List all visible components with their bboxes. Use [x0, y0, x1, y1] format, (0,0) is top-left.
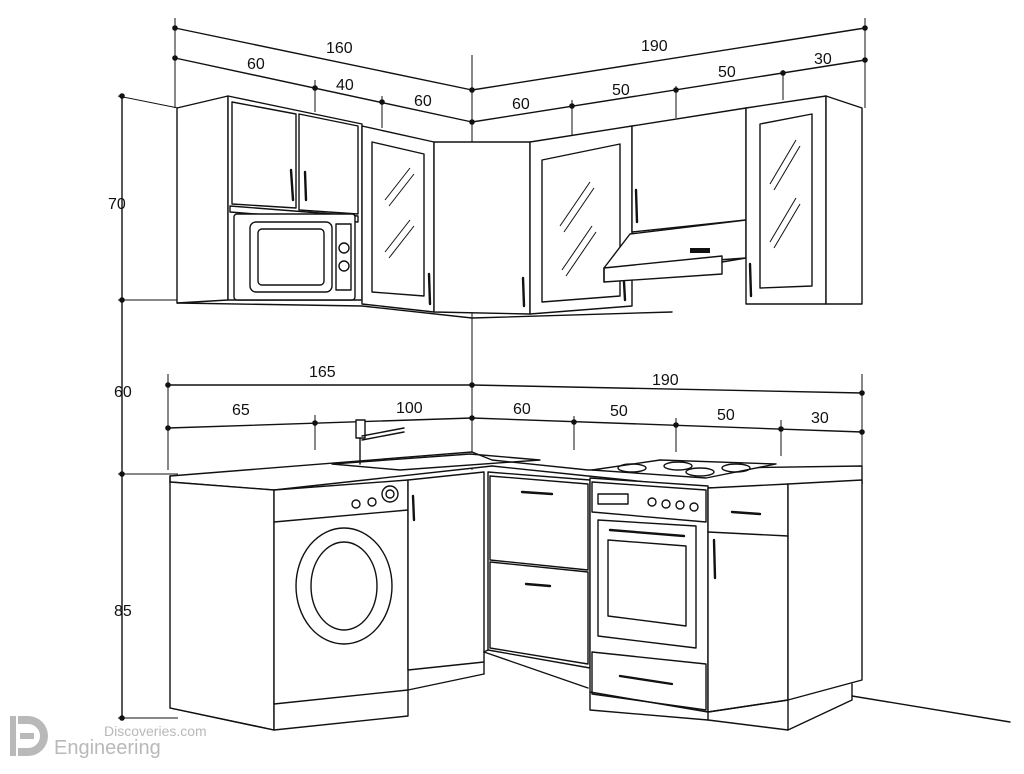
dim-lower-right-part-1: 60: [513, 401, 531, 418]
dim-upper-left-part-3: 60: [414, 93, 432, 110]
dim-vertical-middle: 60: [114, 384, 132, 401]
upper-left-cabinet-doors: [231, 101, 359, 215]
range-hood: [603, 219, 747, 283]
dim-upper-right-total: 190: [641, 38, 668, 55]
dim-lower-left-part-1: 65: [232, 402, 250, 419]
microwave: [229, 205, 359, 301]
dim-upper-right-part-2: 50: [612, 82, 630, 99]
dim-upper-right-part-4: 30: [814, 51, 832, 68]
watermark-line-1: Discoveries.com: [104, 723, 207, 739]
lower-cabinet-right: [707, 479, 863, 731]
upper-corner-cabinet: [433, 141, 531, 315]
dim-vertical-upper: 70: [108, 196, 126, 213]
upper-cabinets: [176, 95, 863, 319]
upper-glass-cabinet-far-right: [745, 95, 863, 305]
dim-upper-left-part-1: 60: [247, 56, 265, 73]
dim-lower-right-total: 190: [652, 372, 679, 389]
dim-vertical-lower: 85: [114, 603, 132, 620]
dim-lower-right-part-2: 50: [610, 403, 628, 420]
dim-lower-left-part-2: 100: [396, 400, 423, 417]
sink: [331, 419, 541, 471]
dim-upper-left-total: 160: [326, 40, 353, 57]
oven: [589, 477, 709, 713]
washing-machine: [273, 479, 409, 731]
dim-upper-right-part-3: 50: [718, 64, 736, 81]
upper-hood-cabinet: [631, 107, 747, 233]
dim-upper-left-part-2: 40: [336, 77, 354, 94]
upper-glass-cabinet-right: [529, 125, 633, 315]
dimension-lines: [117, 18, 868, 721]
cooktop: [591, 459, 777, 479]
dimension-labels: 160 60 40 60 190 60 50 50 30 70 60 85 16…: [108, 38, 832, 620]
lower-cabinets: [169, 471, 1011, 731]
dim-lower-left-total: 165: [309, 364, 336, 381]
watermark: Discoveries.com Engineering: [10, 716, 207, 759]
upper-glass-cabinet-left: [361, 125, 435, 313]
dim-upper-right-part-1: 60: [512, 96, 530, 113]
watermark-line-2: Engineering: [54, 737, 161, 759]
engineering-discoveries-logo-icon: [10, 716, 48, 756]
lower-drawer-unit: [483, 471, 591, 689]
dim-lower-right-part-3: 50: [717, 407, 735, 424]
lower-cabinet-left: [407, 471, 485, 691]
dim-lower-right-part-4: 30: [811, 410, 829, 427]
